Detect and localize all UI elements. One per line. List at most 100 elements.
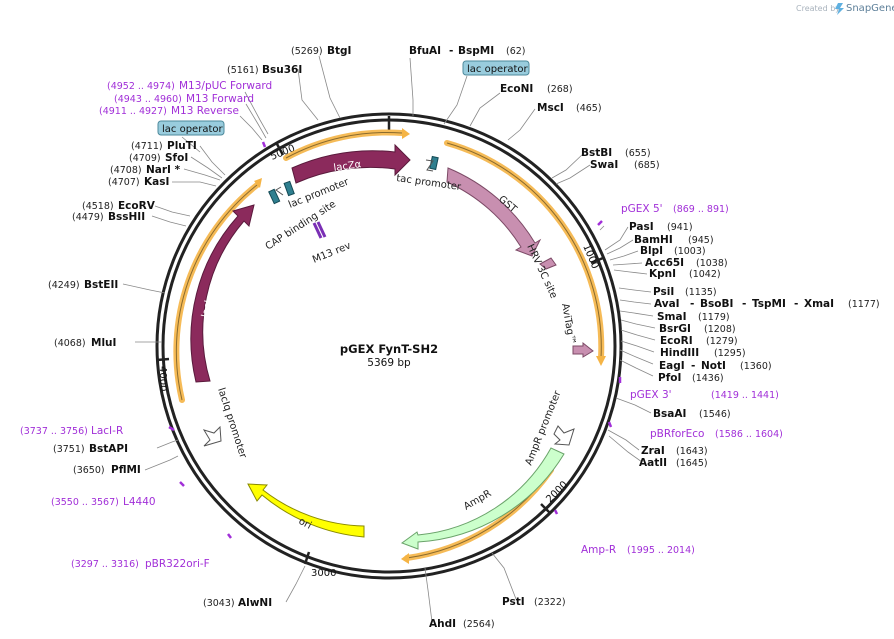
site-swai-position: (685) (634, 160, 660, 171)
site-hindiii-position: (1295) (714, 348, 746, 359)
site-bspmi-name[interactable]: BspMI (458, 45, 494, 57)
site-bsu36i-name[interactable]: Bsu36I (262, 64, 302, 76)
site-pflmi-name[interactable]: PflMI (111, 464, 141, 476)
site-avai-name[interactable]: AvaI (654, 298, 680, 310)
label-lacZa: lacZα (333, 159, 363, 174)
site-psii-name[interactable]: PsiI (653, 286, 674, 298)
feature-lac-promoter-symbol (275, 186, 284, 196)
feature-lac-operator-right[interactable] (429, 155, 439, 171)
primer-pbrforeco-name[interactable]: pBRforEco (650, 428, 704, 440)
site-swai-name[interactable]: SwaI (590, 159, 618, 171)
site-smai-position: (1179) (698, 312, 730, 323)
primer-pbrforeco-range: (1586 .. 1604) (715, 429, 783, 440)
site-btgi-name[interactable]: BtgI (327, 45, 351, 57)
site-pflmi-position: (3650) (73, 465, 105, 476)
primer-l4440-name[interactable]: L4440 (123, 496, 156, 508)
site-hindiii-name[interactable]: HindIII (660, 347, 699, 359)
site-eagi-name[interactable]: EagI (659, 360, 685, 372)
site-kpni-name[interactable]: KpnI (649, 268, 676, 280)
site-bsrgi-name[interactable]: BsrGI (659, 323, 691, 335)
site-btgi-position: (5269) (291, 46, 323, 57)
feature-GST[interactable] (446, 167, 542, 257)
feature-AmpR[interactable] (400, 447, 565, 550)
site-ecori-name[interactable]: EcoRI (660, 335, 693, 347)
site-ecorv-position: (4518) (82, 201, 114, 212)
site-acc65i-name[interactable]: Acc65I (645, 257, 684, 269)
primer-pgex3-name[interactable]: pGEX 3' (630, 389, 672, 401)
primer-laci-r-name[interactable]: LacI-R (91, 425, 123, 437)
plasmid-length: 5369 bp (367, 357, 411, 369)
primer-pgex5-name[interactable]: pGEX 5' (621, 203, 663, 215)
snapgene-logo-icon (835, 3, 844, 15)
site-kpni-position: (1042) (689, 269, 721, 280)
site-avai-position: (1177) (848, 299, 880, 310)
primer-m13-reverse-name[interactable]: M13 Reverse (171, 105, 239, 117)
site-bamhi-name[interactable]: BamHI (634, 234, 673, 246)
site-econi-position: (268) (547, 84, 573, 95)
site-xmai-name[interactable]: XmaI (804, 298, 834, 310)
site-tspmi-name[interactable]: TspMI (752, 298, 786, 310)
site-bsshii-name[interactable]: BssHII (108, 211, 145, 223)
site-bsshii-position: (4479) (72, 212, 104, 223)
site-zrai-name[interactable]: ZraI (641, 445, 665, 457)
feature-cap-binding-site[interactable] (268, 188, 281, 205)
feature-laciq-promoter[interactable] (202, 425, 222, 447)
site-bsu36i-position: (5161) (227, 65, 259, 76)
site-bsrgi-position: (1208) (704, 324, 736, 335)
feature-ampr-promoter[interactable] (553, 425, 575, 446)
site-sfoi-name[interactable]: SfoI (165, 152, 188, 164)
site-bsobi-name[interactable]: BsoBI (700, 298, 733, 310)
site-alwni-name[interactable]: AlwNI (238, 597, 272, 609)
feature-ori[interactable] (247, 483, 365, 538)
site-aatii-position: (1645) (676, 458, 708, 469)
primer-pgex5-range: (869 .. 891) (673, 204, 729, 215)
site-ecorv-name[interactable]: EcoRV (118, 200, 156, 212)
site-ahdi-name[interactable]: AhdI (429, 618, 456, 630)
site-eagi-position: (1360) (740, 361, 772, 372)
label-cap-binding-site: CAP binding site (264, 199, 338, 253)
site-nari-position: (4708) (110, 165, 142, 176)
site-aatii-name[interactable]: AatII (639, 457, 667, 469)
site-kasi-name[interactable]: KasI (144, 176, 169, 188)
feature-lacZa[interactable] (291, 143, 411, 184)
site-pasi-name[interactable]: PasI (629, 221, 654, 233)
site-smai-name[interactable]: SmaI (657, 311, 687, 323)
feature-m13-rev[interactable] (312, 221, 327, 239)
site-pfoi-name[interactable]: PfoI (658, 372, 681, 384)
primer-pbr322ori-f-name[interactable]: pBR322ori-F (145, 558, 210, 570)
feature-lacI[interactable] (190, 204, 255, 383)
plasmid-name: pGEX FynT-SH2 (340, 342, 438, 356)
site-blpi-name[interactable]: BlpI (640, 245, 663, 257)
label-laciq-promoter: lacIq promoter (215, 387, 248, 461)
site-msci-name[interactable]: MscI (537, 102, 564, 114)
label-ori: ori (297, 516, 314, 532)
tick-label-3000: 3000 (311, 568, 336, 579)
primer-m13-forward-name[interactable]: M13 Forward (186, 93, 254, 105)
tick-2000 (540, 503, 551, 514)
primer-marks (168, 141, 622, 539)
site-bstapi-name[interactable]: BstAPI (89, 443, 128, 455)
primer-m13puc-forward-name[interactable]: M13/pUC Forward (179, 80, 272, 92)
label-AmpR: AmpR (462, 488, 493, 512)
feature-avitag[interactable] (572, 341, 594, 358)
site-nari-name[interactable]: NarI * (146, 164, 181, 176)
site-pluti-name[interactable]: PluTI (167, 140, 197, 152)
site-kasi-position: (4707) (108, 177, 140, 188)
site-msci-position: (465) (576, 103, 602, 114)
site-bfuai-name[interactable]: BfuAI (409, 45, 441, 57)
site-bsteii-name[interactable]: BstEII (84, 279, 118, 291)
site-bamhi-position: (945) (688, 235, 714, 246)
feature-lac-operator-left[interactable] (283, 180, 295, 197)
site-bsaai-name[interactable]: BsaAI (653, 408, 686, 420)
feature-hrv-3c-site[interactable] (539, 257, 557, 270)
site-mlui-position: (4068) (54, 338, 86, 349)
site-psti-name[interactable]: PstI (502, 596, 525, 608)
primer-amp-r-name[interactable]: Amp-R (581, 544, 616, 556)
site-mlui-name[interactable]: MluI (91, 337, 116, 349)
site-bstbi-name[interactable]: BstBI (581, 147, 612, 159)
svg-text:-: - (794, 298, 798, 310)
site-noti-name[interactable]: NotI (701, 360, 726, 372)
site-econi-name[interactable]: EcoNI (500, 83, 533, 95)
